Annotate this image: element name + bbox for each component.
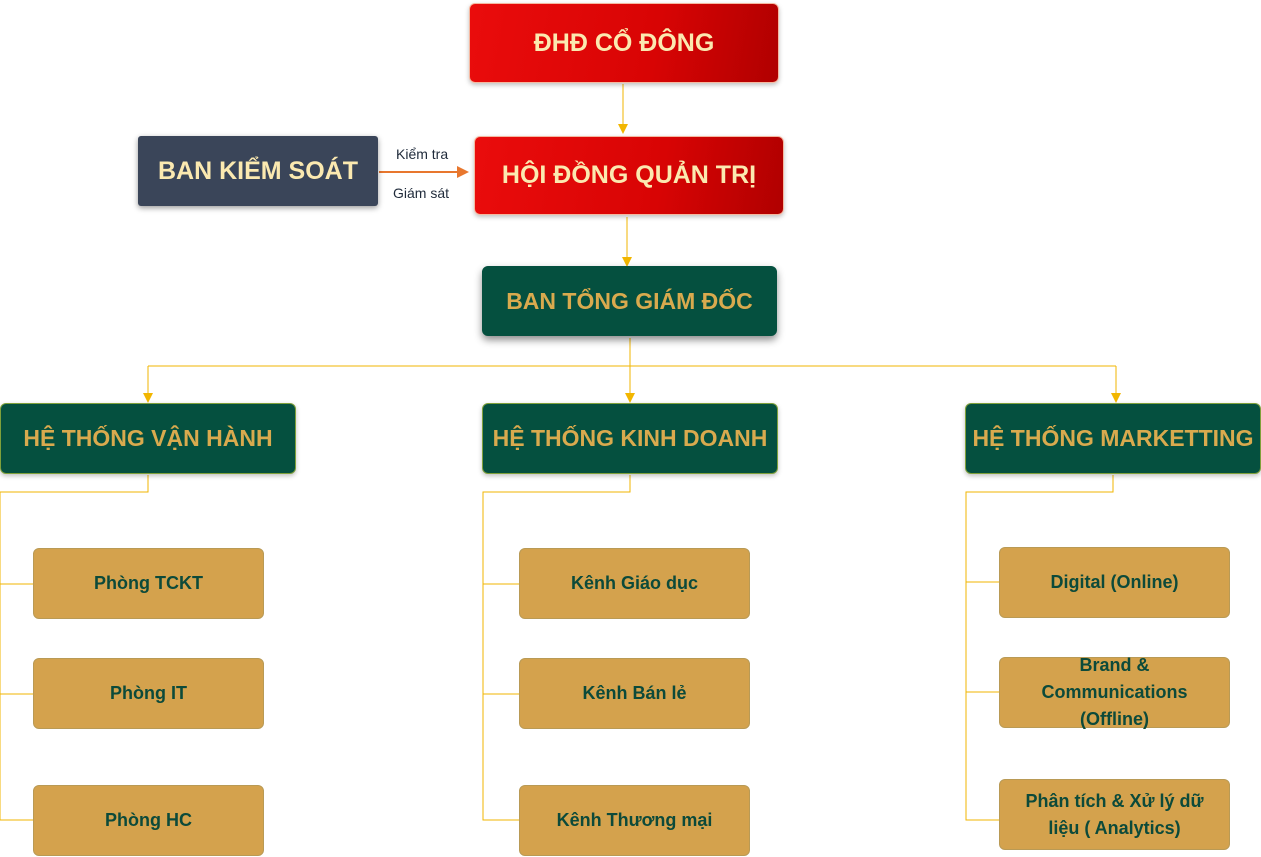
system-business-box: HỆ THỐNG KINH DOANH bbox=[482, 403, 778, 474]
system-title: HỆ THỐNG MARKETTING bbox=[972, 425, 1254, 451]
check-label: Kiểm tra bbox=[396, 146, 449, 162]
board-box: HỘI ĐỒNG QUẢN TRỊ bbox=[474, 136, 784, 215]
unit-box: Digital (Online) bbox=[999, 547, 1230, 618]
shareholders-label: ĐHĐ CỔ ĐÔNG bbox=[533, 28, 715, 57]
unit-box: Phòng HC bbox=[33, 785, 264, 856]
system-operations-box: HỆ THỐNG VẬN HÀNH bbox=[0, 403, 296, 474]
unit-label: Kênh Giáo dục bbox=[570, 573, 698, 593]
unit-label: Phòng HC bbox=[105, 810, 192, 830]
unit-box: Kênh Giáo dục bbox=[519, 548, 750, 619]
unit-box: Kênh Bán lẻ bbox=[519, 658, 750, 729]
unit-label: Phân tích & Xử lý dữ liệu ( Analytics) bbox=[1025, 790, 1204, 838]
executive-box: BAN TỔNG GIÁM ĐỐC bbox=[482, 266, 777, 336]
board-label: HỘI ĐỒNG QUẢN TRỊ bbox=[501, 161, 757, 189]
unit-label: Kênh Bán lẻ bbox=[582, 683, 687, 703]
executive-label: BAN TỔNG GIÁM ĐỐC bbox=[506, 287, 753, 314]
unit-box: Kênh Thương mại bbox=[519, 785, 750, 856]
system-marketing-box: HỆ THỐNG MARKETTING bbox=[965, 403, 1261, 474]
unit-label: Phòng TCKT bbox=[94, 573, 203, 593]
unit-label: Phòng IT bbox=[110, 683, 187, 703]
unit-box: Phòng IT bbox=[33, 658, 264, 729]
supervise-label: Giám sát bbox=[393, 185, 450, 201]
supervisory-label: BAN KIỂM SOÁT bbox=[158, 156, 358, 185]
unit-label: Digital (Online) bbox=[1050, 572, 1179, 592]
unit-label: Kênh Thương mại bbox=[556, 810, 713, 830]
supervisory-box: BAN KIỂM SOÁT bbox=[138, 136, 378, 206]
system-title: HỆ THỐNG KINH DOANH bbox=[492, 425, 768, 451]
system-title: HỆ THỐNG VẬN HÀNH bbox=[23, 425, 273, 451]
unit-label: Brand & Communications (Offline) bbox=[1041, 655, 1188, 729]
unit-box: Phân tích & Xử lý dữ liệu ( Analytics) bbox=[999, 779, 1230, 850]
unit-box: Brand & Communications (Offline) bbox=[999, 655, 1230, 729]
shareholders-box: ĐHĐ CỔ ĐÔNG bbox=[469, 3, 779, 83]
unit-box: Phòng TCKT bbox=[33, 548, 264, 619]
